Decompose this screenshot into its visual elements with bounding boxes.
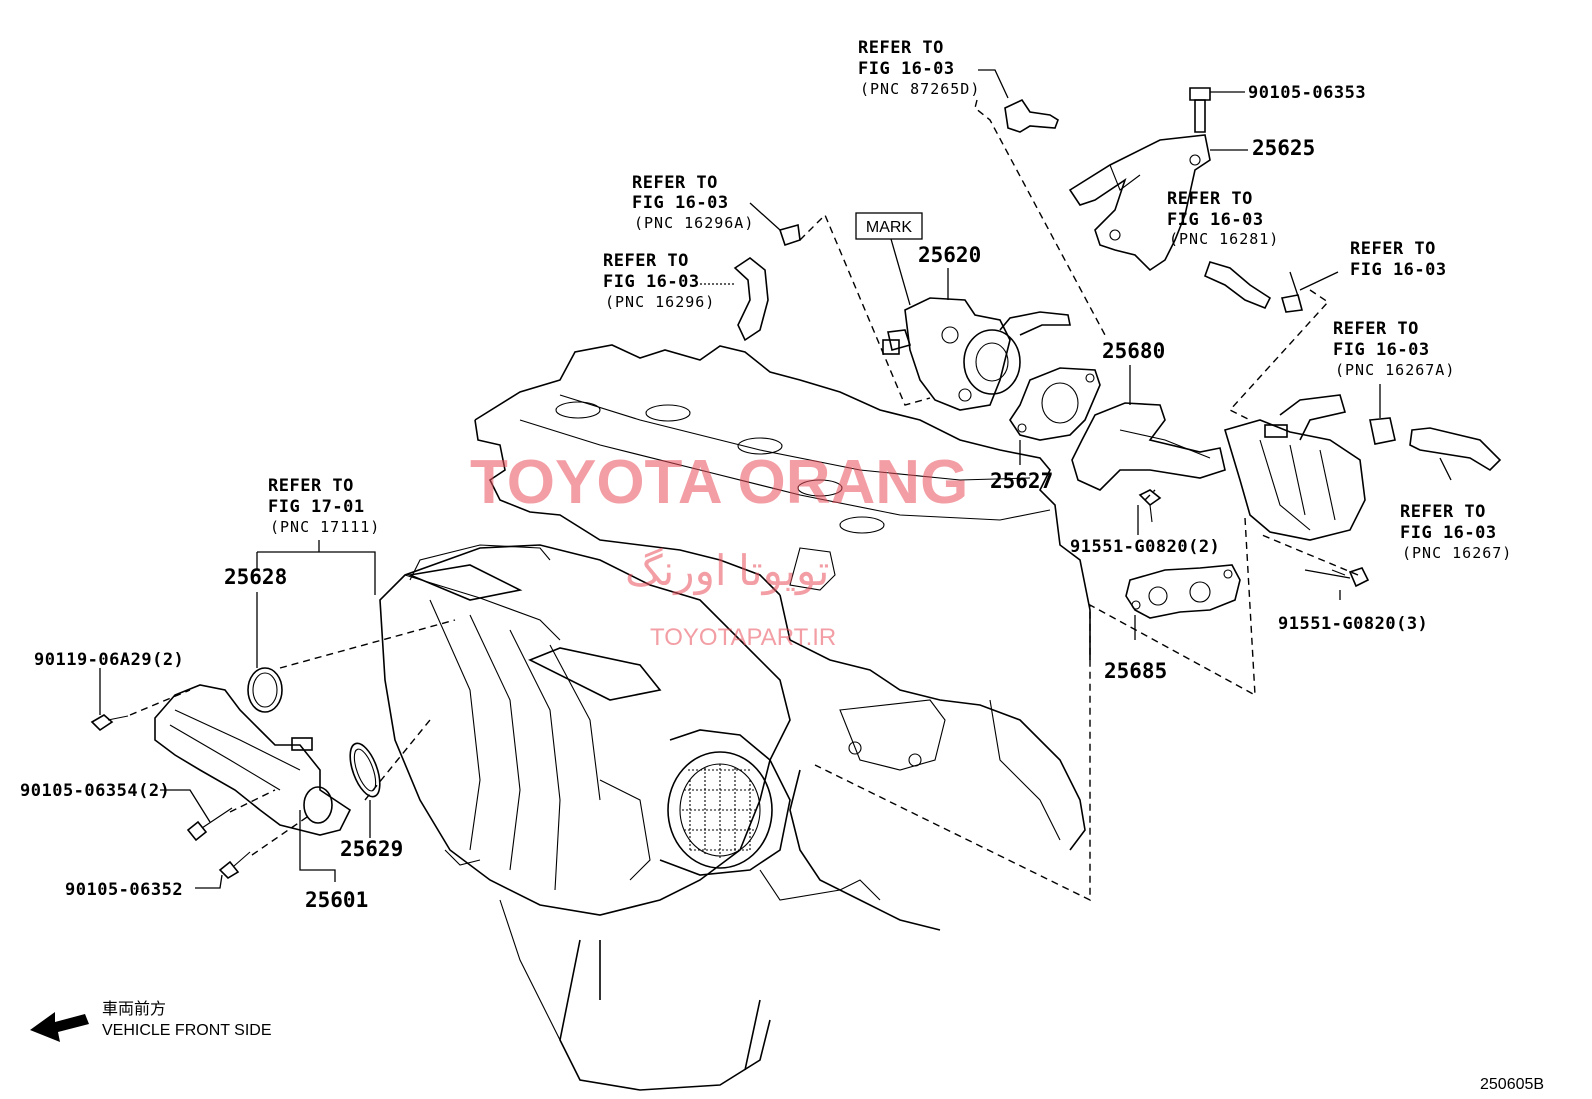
svg-text:(PNC 17111): (PNC 17111)	[270, 518, 380, 536]
svg-text:FIG 16-03: FIG 16-03	[1400, 523, 1497, 543]
front-arrow-icon	[30, 1012, 89, 1042]
fastener-90105-06352: 90105-06352	[65, 880, 183, 900]
mark-label: MARK	[866, 219, 913, 236]
watermark: TOYOTA ORANG تویوتا اورنگ TOYOTAPART.IR	[470, 448, 968, 651]
part-number-25629: 25629	[340, 837, 403, 861]
refer-note-87265d: REFER TO FIG 16-03 (PNC 87265D)	[858, 38, 980, 98]
part-number-25680: 25680	[1102, 339, 1165, 363]
gasket-25685	[1125, 564, 1241, 619]
svg-text:REFER TO: REFER TO	[268, 476, 354, 496]
egr-pipe-25680	[1071, 394, 1366, 541]
svg-text:REFER TO: REFER TO	[1333, 319, 1419, 339]
bolt-90105-06354	[186, 807, 233, 842]
assembly-lines	[129, 99, 1359, 902]
bolt-90105-06352	[218, 851, 251, 880]
bolt-90119	[90, 714, 129, 732]
svg-text:FIG 17-01: FIG 17-01	[268, 497, 365, 517]
svg-text:REFER TO: REFER TO	[1167, 189, 1253, 209]
watermark-brand: TOYOTA ORANG	[470, 448, 968, 517]
svg-text:(PNC 87265D): (PNC 87265D)	[860, 80, 980, 98]
clamp-16-03	[1280, 294, 1304, 313]
svg-text:(PNC 16267): (PNC 16267)	[1402, 544, 1512, 562]
refer-note-16267a: REFER TO FIG 16-03 (PNC 16267A)	[1333, 319, 1455, 379]
svg-text:FIG 16-03: FIG 16-03	[1333, 340, 1430, 360]
part-number-25685: 25685	[1104, 659, 1167, 683]
svg-text:FIG 16-03: FIG 16-03	[1350, 260, 1447, 280]
part-number-25627: 25627	[990, 469, 1053, 493]
front-label-japanese: 車両前方	[102, 1000, 166, 1018]
mark-callout: MARK	[855, 212, 923, 240]
gasket-25627	[1009, 367, 1101, 441]
clamp-16296a	[778, 223, 801, 247]
hose-16267	[1409, 427, 1502, 472]
svg-text:REFER TO: REFER TO	[858, 38, 944, 58]
figure-code: 250605B	[1480, 1076, 1544, 1093]
egr-valve-25620	[882, 297, 1071, 411]
svg-text:REFER TO: REFER TO	[632, 173, 718, 193]
hose-16281	[1203, 261, 1272, 310]
watermark-site: TOYOTAPART.IR	[650, 624, 836, 651]
refer-note-16267: REFER TO FIG 16-03 (PNC 16267)	[1400, 502, 1512, 562]
fastener-90105-06354: 90105-06354(2)	[20, 781, 170, 801]
vehicle-front-indicator: 車両前方 VEHICLE FRONT SIDE	[30, 1000, 272, 1042]
watermark-persian: تویوتا اورنگ	[625, 547, 829, 596]
bolt-91551-right	[1331, 567, 1370, 588]
refer-note-17111: REFER TO FIG 17-01 (PNC 17111)	[268, 476, 380, 536]
refer-note-16296: REFER TO FIG 16-03 (PNC 16296)	[603, 251, 715, 311]
svg-text:REFER TO: REFER TO	[1400, 502, 1486, 522]
fastener-90119-06a29: 90119-06A29(2)	[34, 650, 184, 670]
engine-head-outline	[474, 344, 1091, 1091]
gasket-25629	[349, 742, 381, 798]
refer-note-16-03: REFER TO FIG 16-03	[1350, 239, 1447, 280]
leader-lines	[99, 69, 1452, 889]
fastener-90105-06353: 90105-06353	[1248, 83, 1366, 103]
svg-text:REFER TO: REFER TO	[603, 251, 689, 271]
part-number-25601: 25601	[305, 888, 368, 912]
control-valve-25601	[154, 684, 352, 836]
svg-text:FIG 16-03: FIG 16-03	[858, 59, 955, 79]
svg-text:(PNC 16281): (PNC 16281)	[1169, 230, 1279, 248]
svg-text:REFER TO: REFER TO	[1350, 239, 1436, 259]
ring-25628	[247, 667, 283, 713]
svg-text:(PNC 16267A): (PNC 16267A)	[1335, 361, 1455, 379]
part-number-25628: 25628	[224, 565, 287, 589]
sensor-87265d	[1004, 98, 1059, 133]
clamp-16267a	[1369, 417, 1396, 445]
fastener-91551-g0820-2: 91551-G0820(2)	[1070, 537, 1220, 557]
svg-text:(PNC 16296A): (PNC 16296A)	[634, 214, 754, 232]
svg-text:(PNC 16296): (PNC 16296)	[605, 293, 715, 311]
refer-note-16281: REFER TO FIG 16-03 (PNC 16281)	[1167, 189, 1279, 248]
fastener-91551-g0820-3: 91551-G0820(3)	[1278, 614, 1428, 634]
svg-text:FIG 16-03: FIG 16-03	[1167, 210, 1264, 230]
front-label-english: VEHICLE FRONT SIDE	[102, 1022, 272, 1039]
bracket-25625	[1068, 87, 1211, 272]
refer-note-16296a: REFER TO FIG 16-03 (PNC 16296A)	[632, 173, 754, 232]
intake-manifold	[379, 544, 791, 916]
part-number-25620: 25620	[918, 243, 981, 267]
hose-16296	[733, 257, 769, 342]
bolt-91551-left	[1138, 489, 1162, 523]
svg-text:FIG 16-03: FIG 16-03	[603, 272, 700, 292]
svg-text:FIG 16-03: FIG 16-03	[632, 193, 729, 213]
part-number-25625: 25625	[1252, 136, 1315, 160]
